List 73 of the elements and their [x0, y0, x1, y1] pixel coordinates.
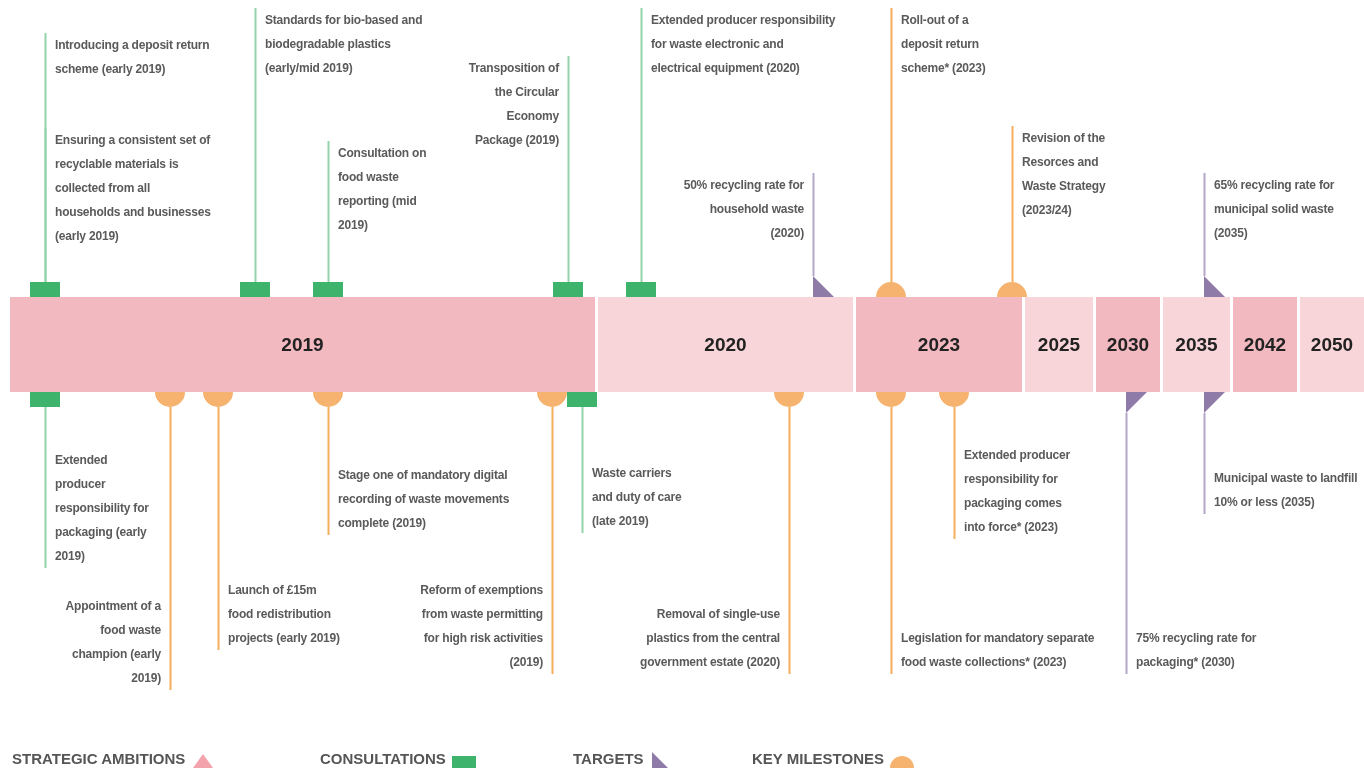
event-text: Waste carriers and duty of care (late 2019) — [582, 461, 694, 533]
triangle-marker — [1204, 392, 1225, 413]
year-band: 2035 — [1163, 297, 1230, 392]
semicircle-marker — [939, 392, 969, 407]
event-text: Extended producer responsibility for packaging comes into force* (2023) — [954, 443, 1072, 539]
square-marker — [553, 282, 583, 297]
legend-label: STRATEGIC AMBITIONS — [12, 750, 186, 767]
square-marker — [313, 282, 343, 297]
semicircle-marker — [997, 282, 1027, 297]
leader-line — [327, 140, 330, 283]
event-text: Extended producer responsibility for packaging (early 2019) — [45, 448, 153, 568]
legend-label: KEY MILESTONES — [752, 750, 884, 767]
square-marker — [30, 392, 60, 407]
leader-line — [890, 406, 893, 675]
legend-label: CONSULTATIONS — [320, 750, 446, 767]
event-text: Standards for bio-based and biodegradable plastics (early/mid 2019) — [255, 8, 433, 80]
semicircle-marker — [774, 392, 804, 407]
leader-line — [567, 55, 570, 283]
leader-line — [953, 406, 956, 540]
year-band: 2025 — [1025, 297, 1093, 392]
legend-label: TARGETS — [573, 750, 644, 767]
event-text: Appointment of a food waste champion (early 2019) — [48, 594, 170, 690]
event-text: 65% recycling rate for municipal solid waste (2035) — [1204, 173, 1364, 245]
year-band: 2019 — [10, 297, 595, 392]
leader-line — [1203, 412, 1206, 515]
event-text: Consultation on food waste reporting (mid 2019) — [328, 141, 436, 237]
year-band: 2020 — [598, 297, 853, 392]
semicircle-marker — [876, 392, 906, 407]
triangle-marker — [1204, 276, 1225, 297]
leader-line — [640, 7, 643, 283]
semicircle-marker — [313, 392, 343, 407]
event-text: Stage one of mandatory digital recording of waste movements complete (2019) — [328, 463, 518, 535]
leader-line — [551, 406, 554, 675]
year-band: 2030 — [1096, 297, 1160, 392]
event-text: Launch of £15m food redistribution projects (early 2019) — [218, 578, 340, 650]
leader-line — [217, 406, 220, 651]
semicircle-marker — [203, 392, 233, 407]
event-text: Extended producer responsibility for waste electronic and electrical equipment (2020) — [641, 8, 836, 80]
leader-line — [169, 406, 172, 691]
square-marker — [567, 392, 597, 407]
leader-line — [1203, 172, 1206, 277]
event-text: Transposition of the Circular Economy Package (2019) — [456, 56, 568, 152]
leader-line — [788, 406, 791, 675]
leader-line — [1125, 412, 1128, 675]
square-marker — [626, 282, 656, 297]
leader-line — [890, 7, 893, 283]
event-text: 50% recycling rate for household waste (2020) — [683, 173, 813, 245]
event-text: Ensuring a consistent set of recyclable materials is collected from all households and businesses (early 2019) — [45, 128, 217, 248]
year-band: 2042 — [1233, 297, 1297, 392]
leader-line — [327, 406, 330, 536]
event-text: Reform of exemptions from waste permitting for high risk activities (2019) — [410, 578, 552, 674]
semicircle-marker — [155, 392, 185, 407]
leader-line — [812, 172, 815, 277]
leader-line — [44, 127, 47, 283]
event-text: Removal of single-use plastics from the central government estate (2020) — [617, 602, 789, 674]
event-text: Municipal waste to landfill 10% or less (2035) — [1204, 466, 1364, 514]
leader-line — [1011, 125, 1014, 283]
event-text: Introducing a deposit return scheme (early 2019) — [45, 33, 210, 81]
square-marker — [30, 282, 60, 297]
year-band: 2023 — [856, 297, 1022, 392]
event-text: Roll-out of a deposit return scheme* (2023) — [891, 8, 1011, 80]
event-text: 75% recycling rate for packaging* (2030) — [1126, 626, 1291, 674]
event-text: Legislation for mandatory separate food waste collections* (2023) — [891, 626, 1101, 674]
semicircle-marker — [537, 392, 567, 407]
year-band: 2050 — [1300, 297, 1364, 392]
triangle-marker — [813, 276, 834, 297]
event-text: Revision of the Resorces and Waste Strategy (2023/24) — [1012, 126, 1120, 222]
leader-line — [254, 7, 257, 283]
triangle-marker — [1126, 392, 1147, 413]
leader-line — [581, 406, 584, 534]
square-marker — [240, 282, 270, 297]
semicircle-marker — [876, 282, 906, 297]
leader-line — [44, 406, 47, 569]
